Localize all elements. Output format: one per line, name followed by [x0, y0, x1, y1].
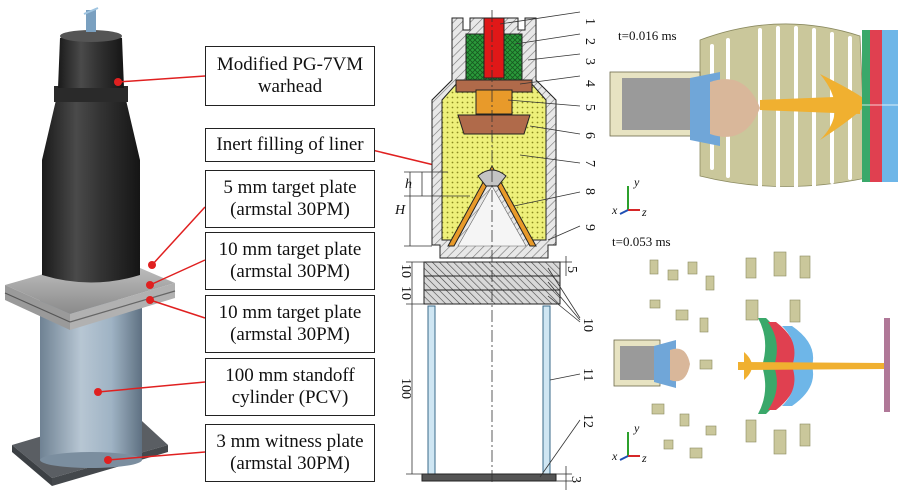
cross-section-drawing: 1 2 3 4 5 6 7 8 9 10 11 12 h H 5 10 10 1…: [394, 10, 597, 490]
part-12: 12: [580, 414, 595, 428]
time-bottom: t=0.053 ms: [612, 234, 671, 249]
callout-10mm-plate-2: 10 mm target plate (armstal 30PM): [205, 295, 375, 353]
part-7: 7: [582, 160, 597, 167]
part-3: 3: [582, 58, 597, 65]
callout-5mm-plate: 5 mm target plate (armstal 30PM): [205, 170, 375, 228]
dim-plate-top: 5: [564, 266, 579, 273]
callout-inert-filling: Inert filling of liner: [205, 128, 375, 162]
part-5: 5: [582, 104, 597, 111]
dim-h: h: [405, 177, 412, 192]
part-10: 10: [580, 318, 595, 332]
part-8: 8: [582, 188, 597, 195]
axis-x-top: x: [611, 203, 618, 217]
test-setup-photo: [4, 7, 176, 486]
part-9: 9: [582, 224, 597, 231]
snapshot-bottom: y x z t=0.053 ms: [611, 234, 890, 465]
dim-standoff: 100: [398, 378, 413, 399]
callout-witness-plate: 3 mm witness plate (armstal 30PM): [205, 424, 375, 482]
dim-plate-left-a: 10: [398, 264, 413, 278]
part-6: 6: [582, 132, 597, 139]
dim-plate-left-b: 10: [398, 286, 413, 300]
callout-10mm-plate-1: 10 mm target plate (armstal 30PM): [205, 232, 375, 290]
part-2: 2: [582, 38, 597, 45]
axis-y-bottom: y: [633, 421, 640, 435]
part-4: 4: [582, 80, 597, 87]
axis-x-bottom: x: [611, 449, 618, 463]
callout-standoff-cylinder: 100 mm standoff cylinder (PCV): [205, 358, 375, 416]
dim-H: H: [394, 203, 406, 218]
part-11: 11: [580, 368, 595, 381]
axis-z-bottom: z: [641, 451, 647, 465]
axis-z-top: z: [641, 205, 647, 219]
axis-y-top: y: [633, 175, 640, 189]
simulation-snapshots: y x z t=0.016 ms: [609, 23, 898, 465]
callout-warhead: Modified PG-7VM warhead: [205, 46, 375, 106]
part-1: 1: [582, 18, 597, 25]
time-top: t=0.016 ms: [618, 28, 677, 43]
dim-witness: 3: [568, 476, 583, 483]
snapshot-top: y x z t=0.016 ms: [609, 23, 898, 219]
